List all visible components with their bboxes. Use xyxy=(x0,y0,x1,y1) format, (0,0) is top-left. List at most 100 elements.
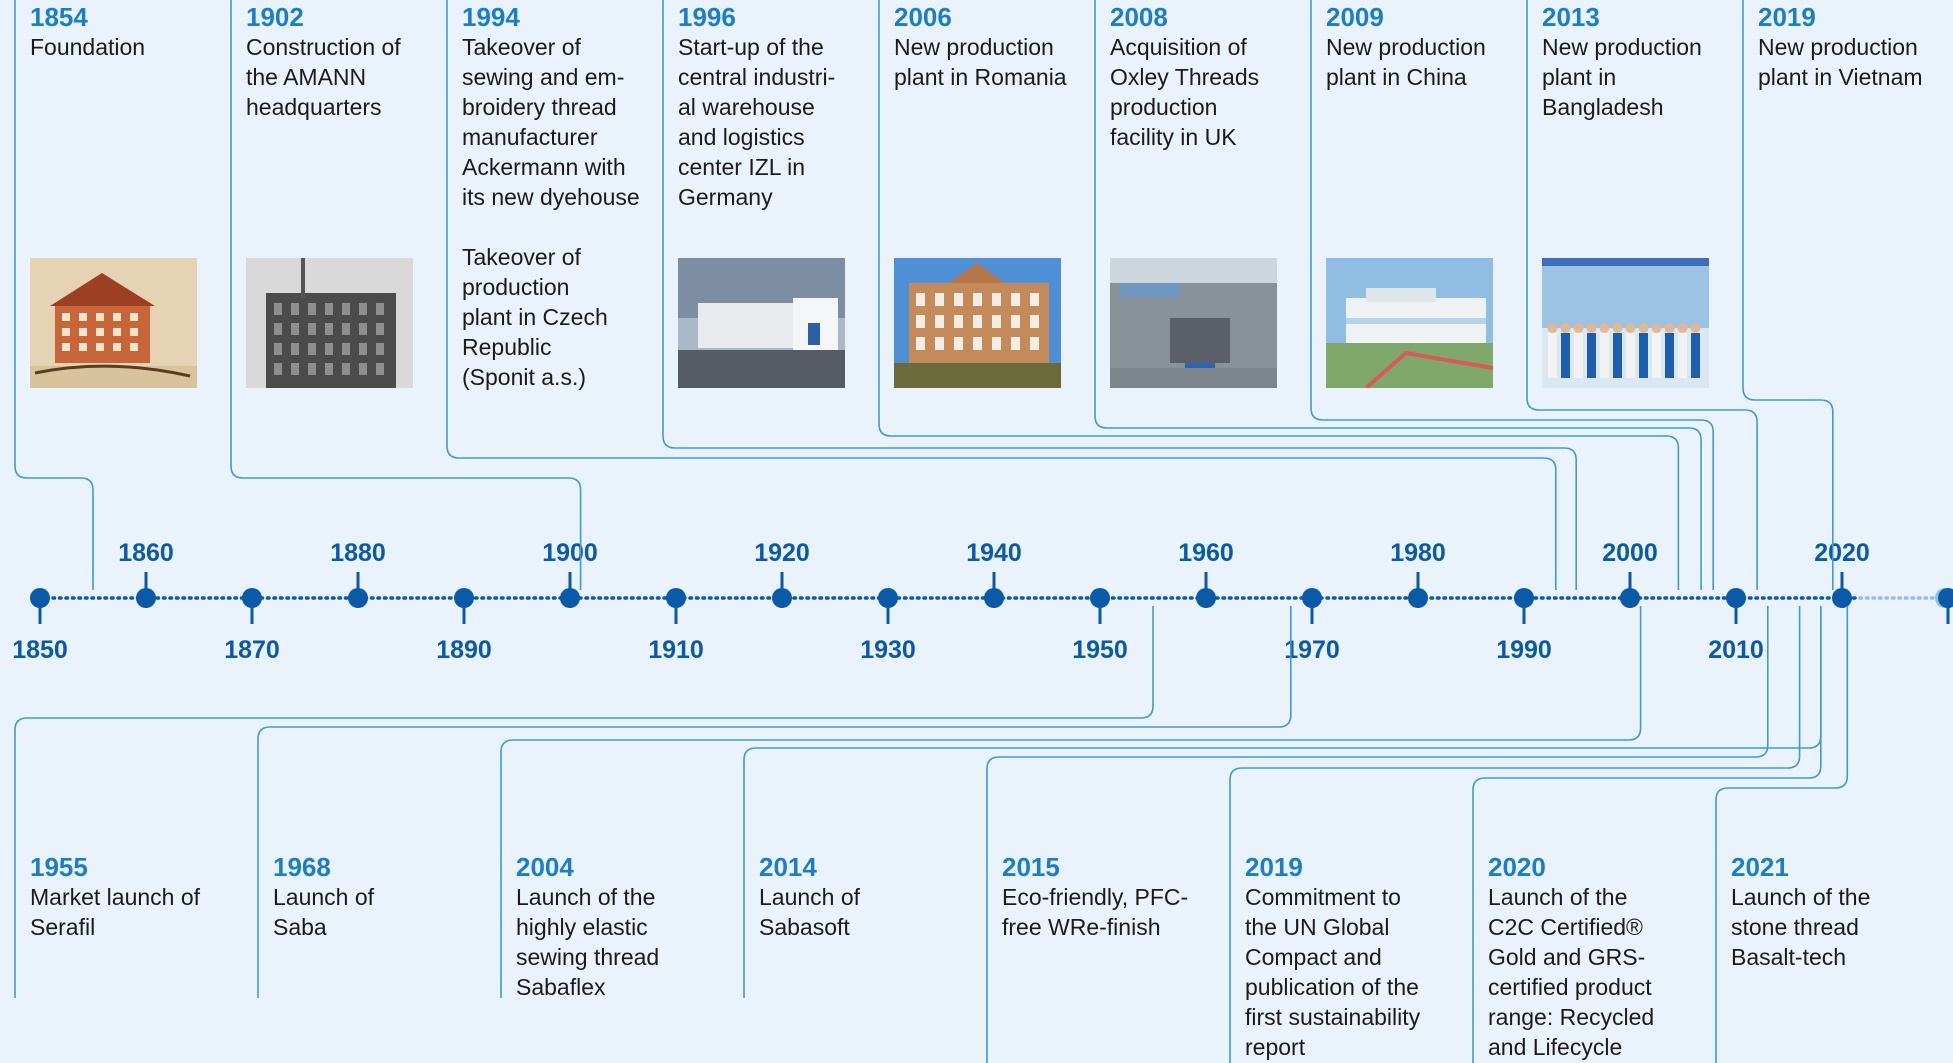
event-description: New production plant in Vietnam xyxy=(1758,34,1923,90)
axis-label-1970: 1970 xyxy=(1284,636,1340,664)
event-description: Launch of Saba xyxy=(273,884,375,940)
event-year: 2009 xyxy=(1326,2,1384,32)
event-description: Commitment to the UN Global Compact and … xyxy=(1245,884,1421,1060)
axis-label-1900: 1900 xyxy=(542,539,598,567)
bottom-connector-1955 xyxy=(14,606,1154,998)
event-year: 2008 xyxy=(1110,2,1168,32)
top-connector-1996 xyxy=(662,0,1577,590)
dot-1910 xyxy=(666,588,686,608)
axis-label-1980: 1980 xyxy=(1390,539,1446,567)
event-description: New production plant in Romania xyxy=(894,34,1067,90)
event-description: Launch of the C2C Certified® Gold and GR… xyxy=(1488,884,1655,1060)
event-year: 1902 xyxy=(246,2,304,32)
event-year: 2015 xyxy=(1002,852,1060,882)
dot-2010 xyxy=(1726,588,1746,608)
event-year: 1994 xyxy=(462,2,520,32)
axis-label-1950: 1950 xyxy=(1072,636,1128,664)
event-year: 2020 xyxy=(1488,852,1546,882)
dot-1890 xyxy=(454,588,474,608)
event-description: Takeover of sewing and em- broidery thre… xyxy=(462,34,640,390)
event-description: Start-up of the central industri- al war… xyxy=(678,34,836,210)
dot-2000 xyxy=(1620,588,1640,608)
event-year: 2019 xyxy=(1245,852,1303,882)
event-year: 2021 xyxy=(1731,852,1789,882)
axis-label-1920: 1920 xyxy=(754,539,810,567)
dot-1970 xyxy=(1302,588,1322,608)
white-plant-bangladesh-photo xyxy=(1542,258,1709,388)
top-connector-1994 xyxy=(446,0,1557,590)
dot-2020 xyxy=(1832,588,1852,608)
dot-1980 xyxy=(1408,588,1428,608)
axis-label-1960: 1960 xyxy=(1178,539,1234,567)
dot-2030 xyxy=(1938,588,1953,608)
axis-label-1940: 1940 xyxy=(966,539,1022,567)
axis-label-1880: 1880 xyxy=(330,539,386,567)
event-description: Eco-friendly, PFC- free WRe-finish xyxy=(1002,884,1189,940)
axis-label-1890: 1890 xyxy=(436,636,492,664)
historic-factory-engraving-photo xyxy=(30,258,197,388)
event-year: 1854 xyxy=(30,2,88,32)
dot-1950 xyxy=(1090,588,1110,608)
bottom-connector-2015 xyxy=(986,606,1769,1063)
axis-label-1860: 1860 xyxy=(118,539,174,567)
dot-1960 xyxy=(1196,588,1216,608)
dot-1880 xyxy=(348,588,368,608)
bottom-connector-2004 xyxy=(500,606,1642,998)
event-description: Launch of Sabasoft xyxy=(759,884,861,940)
bottom-connector-2021 xyxy=(1715,606,1849,1063)
dot-1920 xyxy=(772,588,792,608)
dot-1940 xyxy=(984,588,1004,608)
dot-1990 xyxy=(1514,588,1534,608)
event-year: 2019 xyxy=(1758,2,1816,32)
dot-1860 xyxy=(136,588,156,608)
event-year: 1968 xyxy=(273,852,331,882)
bottom-connector-1968 xyxy=(257,606,1292,998)
event-description: Acquisition of Oxley Threads production … xyxy=(1110,34,1260,150)
warehouse-shelving-interior-photo xyxy=(678,258,845,388)
top-connector-2006 xyxy=(878,0,1680,590)
top-connector-1854 xyxy=(14,0,94,590)
top-connector-2019 xyxy=(1742,0,1834,590)
event-description: Market launch of Serafil xyxy=(30,884,201,940)
axis-label-1910: 1910 xyxy=(648,636,704,664)
black-white-headquarters-building-photo xyxy=(246,258,413,388)
bottom-connector-2019 xyxy=(1229,606,1801,1063)
dot-1930 xyxy=(878,588,898,608)
event-description: New production plant in China xyxy=(1326,34,1486,90)
axis-label-1870: 1870 xyxy=(224,636,280,664)
dot-1900 xyxy=(560,588,580,608)
axis-label-2020: 2020 xyxy=(1814,539,1870,567)
event-description: Launch of the stone thread Basalt-tech xyxy=(1731,884,1871,970)
top-connector-2008 xyxy=(1094,0,1702,590)
axis-label-2000: 2000 xyxy=(1602,539,1658,567)
dot-1870 xyxy=(242,588,262,608)
modern-plant-romania-photo xyxy=(894,258,1061,388)
axis-label-2010: 2010 xyxy=(1708,636,1764,664)
event-description: Construction of the AMANN headquarters xyxy=(246,34,401,120)
bottom-connector-2020 xyxy=(1472,606,1822,1063)
top-connector-1902 xyxy=(230,0,582,590)
event-year: 2013 xyxy=(1542,2,1600,32)
event-year: 2014 xyxy=(759,852,817,882)
event-year: 2006 xyxy=(894,2,952,32)
axis-label-1930: 1930 xyxy=(860,636,916,664)
